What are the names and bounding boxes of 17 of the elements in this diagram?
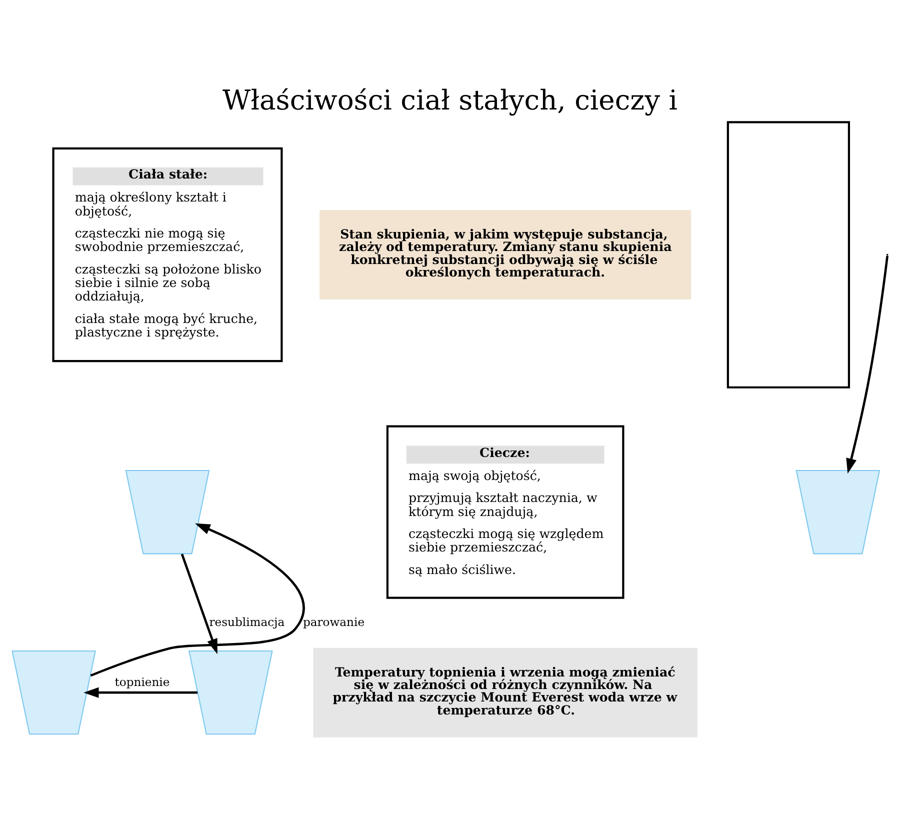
node-box: Ciała stałe: mają określony kształt i objętość, cząsteczki nie mogą się swobodnie przemieszczać, cząsteczki są położone blisko siebie i silnie ze sobą oddziałują, ciała stałe mogą być kruche, plastyczne i sprężyste.: [52, 146, 283, 362]
arrow: [180, 553, 218, 654]
edge-label: resublimacja: [209, 614, 285, 629]
edge-label: parowanie: [302, 614, 365, 629]
edge-label: topnienie: [114, 674, 170, 689]
arrow: [90, 522, 305, 676]
node-picture: [125, 470, 210, 554]
node-picture: [12, 650, 96, 734]
node-box: Ciecze: mają swoją objętość, przyjmują kształt naczynia, w którym się znajdują, cząsteczki mogą się względem siebie przemieszczać, są mało ściśliwe.: [386, 424, 624, 598]
diagram-title: Właściwości ciał stałych, cieczy i: [222, 84, 678, 116]
node-box: [726, 120, 850, 388]
node-picture: [188, 650, 273, 734]
arrow: [846, 255, 888, 474]
node-picture: [796, 470, 880, 554]
arrow: [84, 686, 198, 698]
node-box: Stan skupienia, w jakim występuje substancja, zależy od temperatury. Zmiany stanu skupienia konkretnej substancji odbywają się w ściśle określonych temperaturach.: [320, 210, 692, 299]
node-box: Temperatury topnienia i wrzenia mogą zmieniać się w zależności od różnych czynników. Na przykład na szczycie Mount Everest woda wrze w temperaturze 68°C.: [313, 647, 698, 737]
